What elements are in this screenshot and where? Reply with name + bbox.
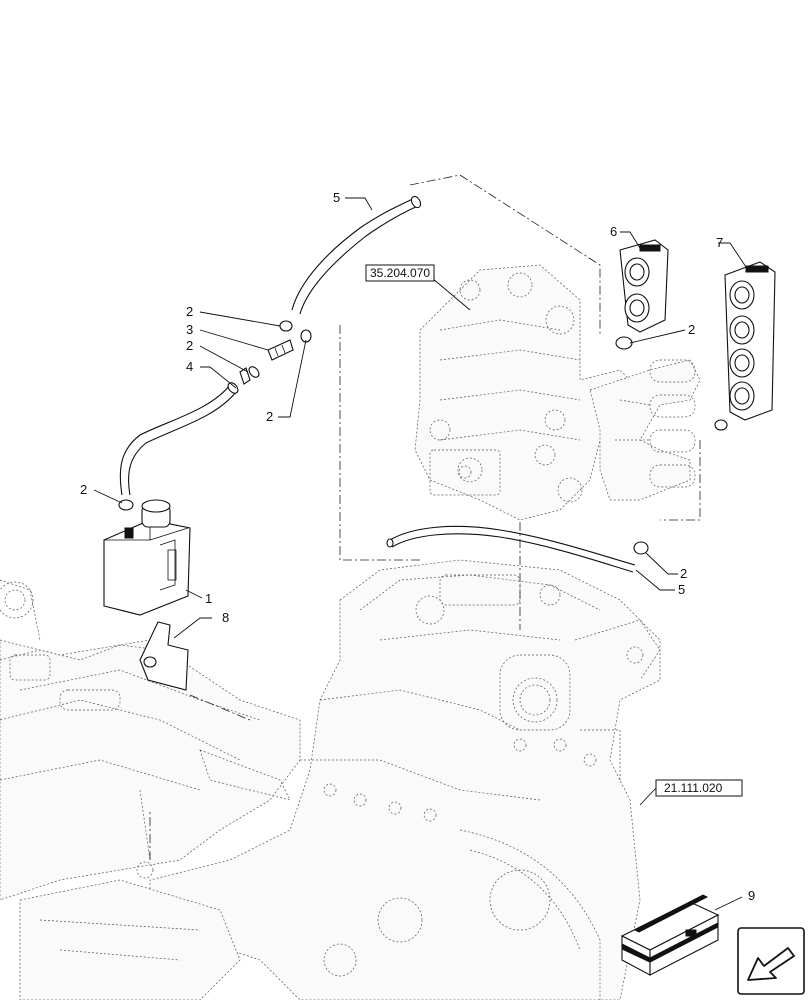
callout-leaders [93, 197, 749, 911]
callout-2-b: 2 [186, 338, 193, 353]
hose-5-lower [386, 525, 636, 573]
arrow-back-icon[interactable] [737, 927, 805, 995]
callout-7: 7 [716, 235, 723, 250]
callout-8: 8 [222, 610, 229, 625]
callout-3: 3 [186, 322, 193, 337]
callout-2-e: 2 [688, 322, 695, 337]
hose-4 [119, 382, 239, 496]
valve-section-7 [724, 261, 776, 421]
callout-1: 1 [205, 591, 212, 606]
reference-label-axle: 21.111.020 [664, 781, 723, 795]
parts-box-icon [620, 894, 720, 976]
callout-2-a: 2 [186, 304, 193, 319]
reservoir-tank-1 [103, 499, 191, 616]
hose-5-upper [291, 195, 422, 315]
reference-box-axle[interactable]: 21.111.020 [655, 779, 743, 797]
fittings-group [118, 320, 728, 555]
bracket-8 [139, 621, 189, 691]
valve-section-6 [619, 239, 669, 333]
reference-box-valve[interactable]: 35.204.070 [365, 264, 435, 282]
callout-2-f: 2 [680, 566, 687, 581]
reference-label-valve: 35.204.070 [370, 266, 430, 280]
callout-2-d: 2 [80, 482, 87, 497]
transmission-housing-ghost [0, 559, 661, 1000]
callout-4: 4 [186, 359, 193, 374]
callout-9: 9 [748, 888, 755, 903]
callout-labels: 5 2 3 2 4 2 2 1 8 6 2 7 2 5 9 [80, 190, 755, 903]
callout-5-upper: 5 [333, 190, 340, 205]
callout-6: 6 [610, 224, 617, 239]
callout-5-lower: 5 [678, 582, 685, 597]
callout-2-c: 2 [266, 409, 273, 424]
control-valve-assembly [414, 264, 701, 521]
